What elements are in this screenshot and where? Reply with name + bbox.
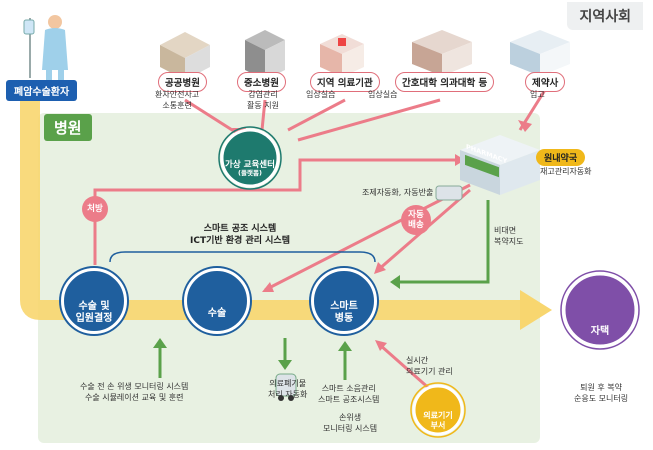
patient-label: 폐암수술환자 — [6, 80, 78, 101]
node-surgery-decision-label: 수술 및 입원결정 — [75, 301, 113, 324]
inst-small-hospital-note: 감염관리 활동 지원 — [247, 90, 279, 110]
inst-public-hospital: 공공병원 — [158, 72, 207, 92]
node-surgery-label: 수술 — [207, 308, 227, 319]
edu-center-title: 가상 교육센터 — [225, 160, 275, 170]
inst-local-clinic: 지역 의료기관 — [310, 72, 380, 92]
node-smart-ward-label: 스마트 병동 — [330, 301, 358, 324]
patient-flow-arrowhead — [520, 290, 552, 330]
waste-robot — [275, 373, 297, 397]
inst-university-note: 임상실습 — [368, 90, 398, 99]
home-label: 자택 — [590, 326, 610, 337]
robot-cart — [435, 185, 463, 201]
inst-local-clinic-note: 임상실습 — [306, 90, 336, 99]
waste-note: 의료폐기물 처리 자동화 — [268, 379, 308, 400]
pharmacy-note: 재고관리자동화 — [540, 167, 592, 176]
device-dept-circle — [412, 384, 464, 436]
node-surgery: 수술 — [184, 268, 250, 334]
surgery-pre-note: 수술 전 손 위생 모니터링 시스템 수술 시뮬레이션 교육 및 훈련 — [80, 382, 189, 403]
pharmacy-building — [460, 135, 540, 195]
hand-hygiene-note: 손위생 모니터링 시스템 — [323, 413, 378, 434]
edu-center-label: 가상 교육센터 (플랫폼) — [222, 160, 278, 178]
institution-buildings — [160, 30, 570, 80]
compound-note: 조제자동화, 자동반출 — [362, 188, 434, 197]
prescription-badge: 처방 — [82, 196, 108, 222]
smart-system-title: 스마트 공조 시스템 ICT기반 환경 관리 시스템 — [189, 224, 290, 246]
node-surgery-decision: 수술 및 입원결정 — [61, 268, 127, 334]
node-smart-ward: 스마트 병동 — [311, 268, 377, 334]
home-note: 퇴원 후 복약 순응도 모니터링 — [574, 383, 629, 404]
inst-small-hospital: 중소병원 — [237, 72, 286, 92]
device-dept-label: 의료기기 부서 — [423, 411, 453, 430]
home-circle — [562, 272, 638, 348]
inst-pharma-note: 입고 — [530, 90, 545, 99]
edu-center-sub: (플랫폼) — [238, 169, 262, 178]
institution-connectors — [184, 89, 547, 142]
region-tag: 지역사회 — [567, 2, 643, 30]
inst-university: 간호대학 의과대학 등 — [395, 72, 495, 92]
edu-center-circle — [220, 128, 280, 188]
contactless-note: 비대면 복약지도 — [494, 226, 524, 247]
pharmacy-label: 원내약국 — [536, 149, 586, 166]
inst-public-hospital-note: 환자안전사고 소통훈련 — [155, 90, 200, 110]
auto-transport-badge: 자동 배송 — [401, 205, 431, 235]
smart-disinfect-note: 스마트 소음관리 스마트 공조시스템 — [318, 384, 380, 405]
hospital-tag: 병원 — [44, 114, 92, 141]
realtime-note: 실시간 의료기기 관리 — [406, 356, 453, 377]
patient-illustration — [23, 15, 68, 80]
patient-flow-arrow — [20, 100, 520, 320]
inst-pharma: 제약사 — [525, 72, 566, 92]
